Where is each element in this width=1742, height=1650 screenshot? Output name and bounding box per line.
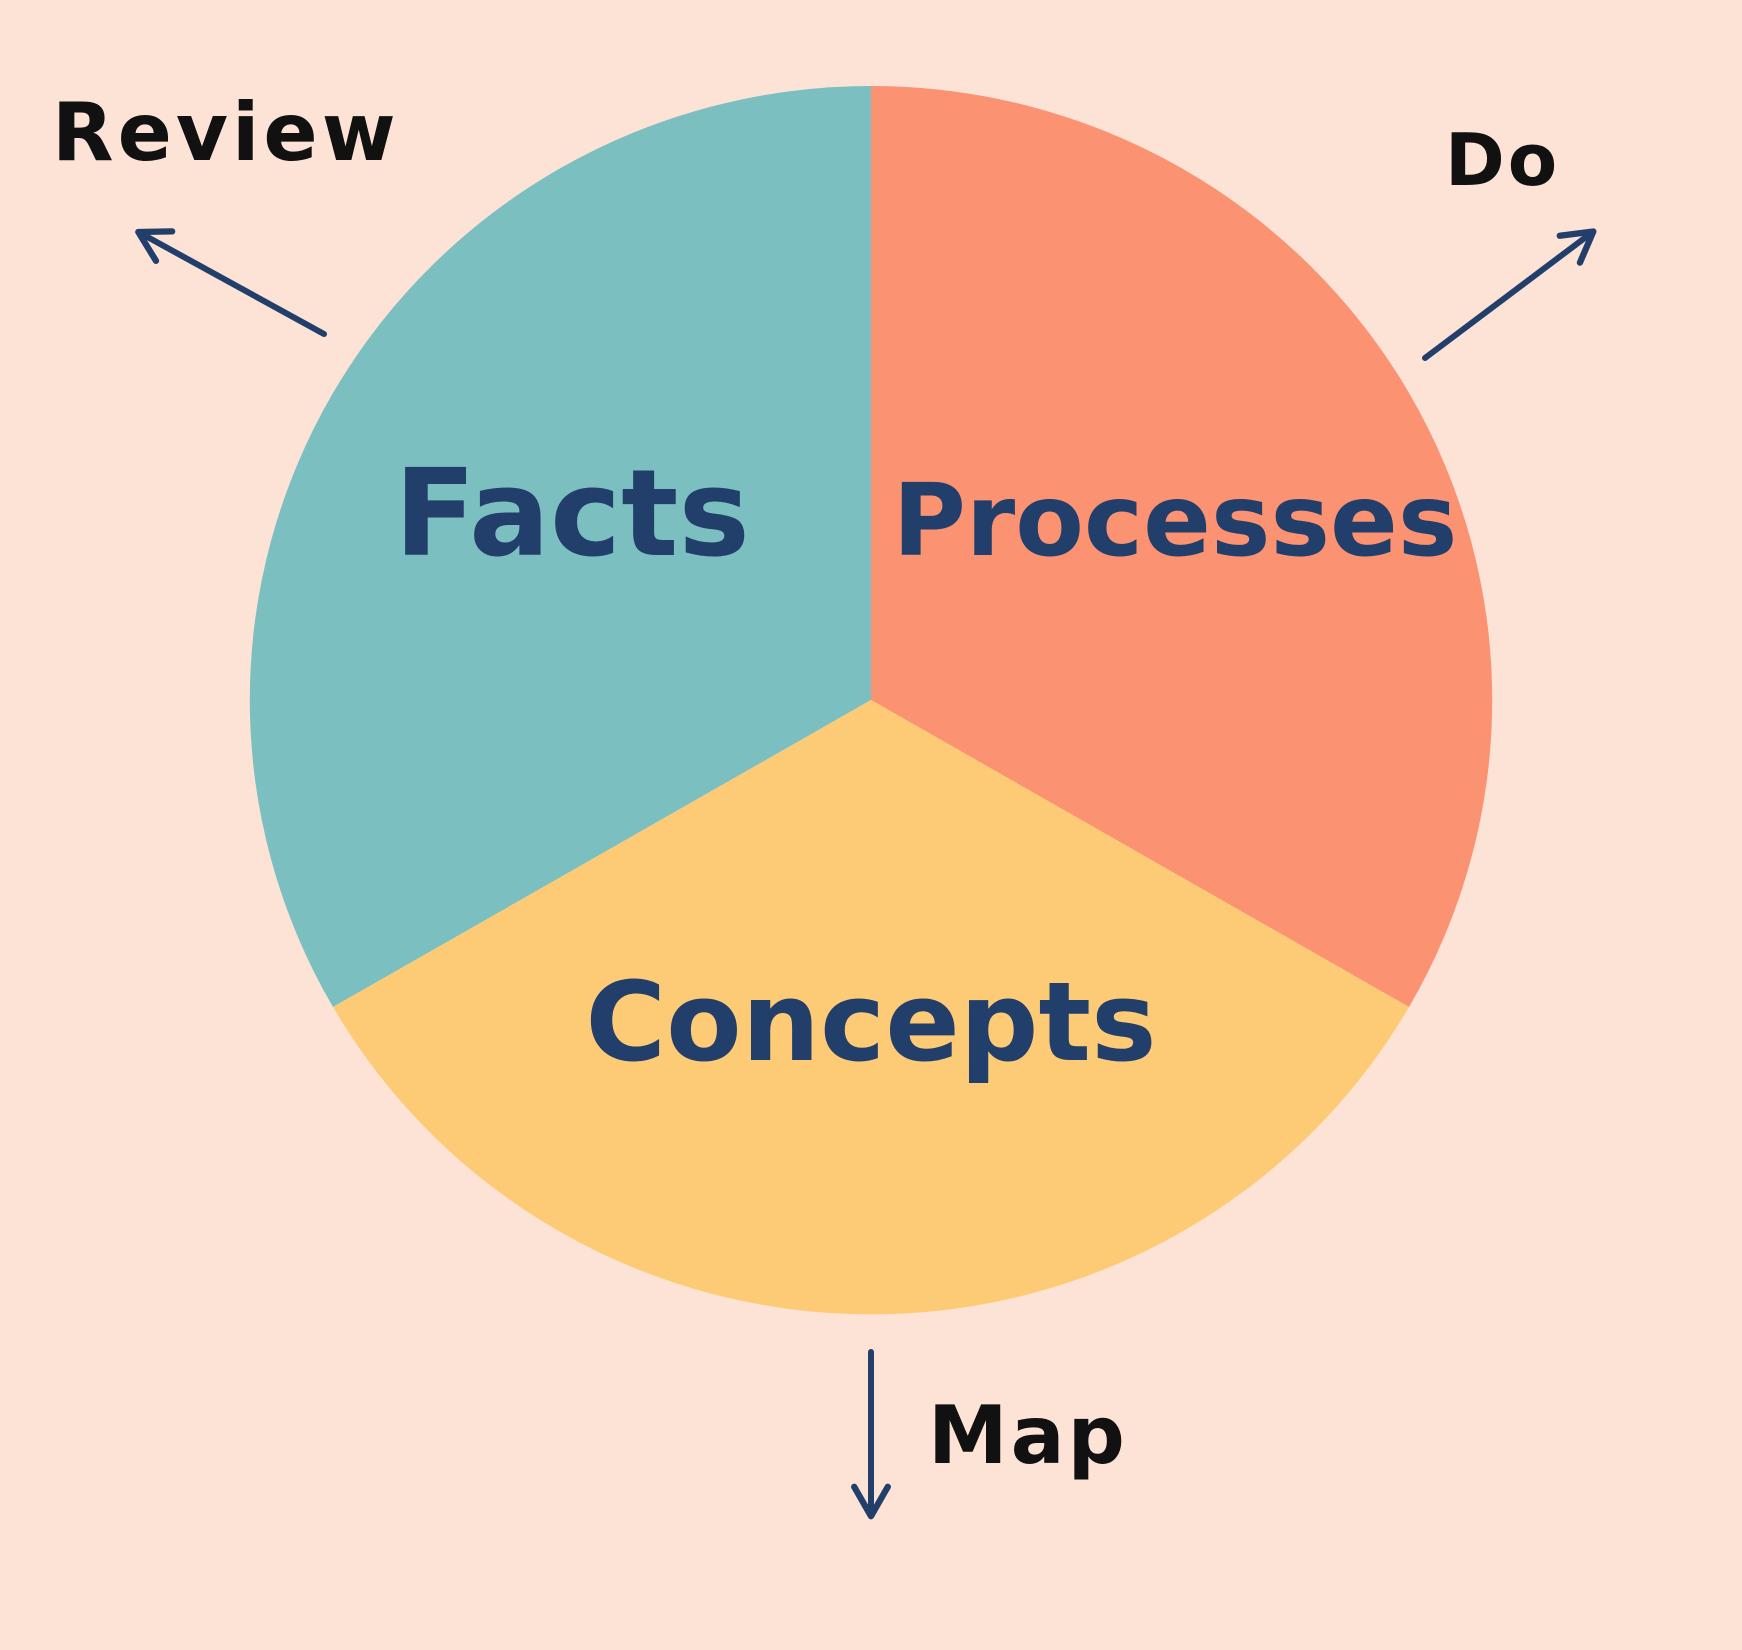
concepts-segment	[333, 700, 1409, 1315]
processes-label: Processes	[893, 462, 1458, 579]
facts-label: Facts	[394, 445, 750, 584]
processes-segment	[871, 85, 1493, 1007]
do-arrow	[1422, 228, 1597, 361]
do-label: Do	[1445, 118, 1560, 202]
review-arrow	[135, 228, 327, 337]
concepts-label: Concepts	[585, 958, 1156, 1086]
review-label: Review	[52, 86, 400, 179]
map-label: Map	[928, 1389, 1128, 1482]
facts-segment	[249, 85, 872, 1007]
